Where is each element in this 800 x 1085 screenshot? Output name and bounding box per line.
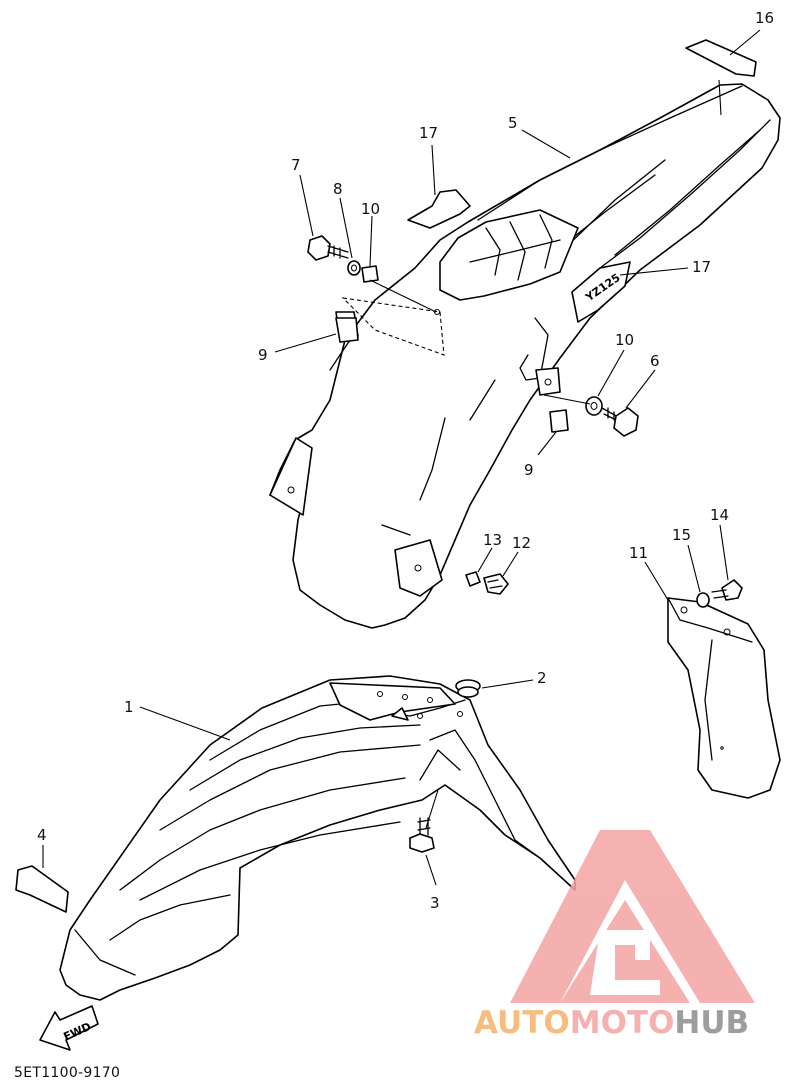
callout-8: 8 bbox=[333, 180, 343, 198]
callout-17-top: 17 bbox=[419, 124, 438, 142]
logo-moto: MOTO bbox=[570, 1005, 675, 1041]
callout-7: 7 bbox=[291, 156, 301, 174]
callout-6: 6 bbox=[650, 352, 660, 370]
callout-3: 3 bbox=[430, 894, 440, 912]
callout-15: 15 bbox=[672, 526, 691, 544]
watermark-logo: AUTOMOTOHUB bbox=[474, 830, 755, 1041]
callout-1: 1 bbox=[124, 698, 134, 716]
logo-triangle-icon bbox=[510, 830, 755, 1003]
svg-text:AUTOMOTOHUB: AUTOMOTOHUB bbox=[474, 1005, 749, 1041]
logo-auto: AUTO bbox=[474, 1005, 570, 1041]
callout-9-left: 9 bbox=[258, 346, 268, 364]
callout-16: 16 bbox=[755, 9, 774, 27]
callout-13: 13 bbox=[483, 531, 502, 549]
mud-flap bbox=[667, 579, 781, 799]
callout-12: 12 bbox=[512, 534, 531, 552]
front-fender bbox=[59, 675, 576, 1001]
sticker-17 bbox=[407, 189, 471, 229]
callout-10-top: 10 bbox=[361, 200, 380, 218]
rear-hardware bbox=[307, 235, 639, 595]
callout-5: 5 bbox=[508, 114, 518, 132]
callout-17-side: 17 bbox=[692, 258, 711, 276]
diagram-code: 5ET1100-9170 bbox=[14, 1065, 120, 1081]
callout-10-right: 10 bbox=[615, 331, 634, 349]
sticker-16 bbox=[685, 39, 757, 77]
fwd-arrow: FWD bbox=[39, 1005, 99, 1051]
callout-2: 2 bbox=[537, 669, 547, 687]
callout-14: 14 bbox=[710, 506, 729, 524]
leader-lines bbox=[42, 29, 761, 886]
callout-numbers: 16 5 17 7 8 10 17 9 10 6 9 13 12 14 15 1… bbox=[37, 9, 774, 912]
sticker-4 bbox=[15, 865, 69, 913]
logo-hub: HUB bbox=[674, 1005, 749, 1041]
callout-9-right: 9 bbox=[524, 461, 534, 479]
callout-4: 4 bbox=[37, 826, 47, 844]
callout-11: 11 bbox=[629, 544, 648, 562]
